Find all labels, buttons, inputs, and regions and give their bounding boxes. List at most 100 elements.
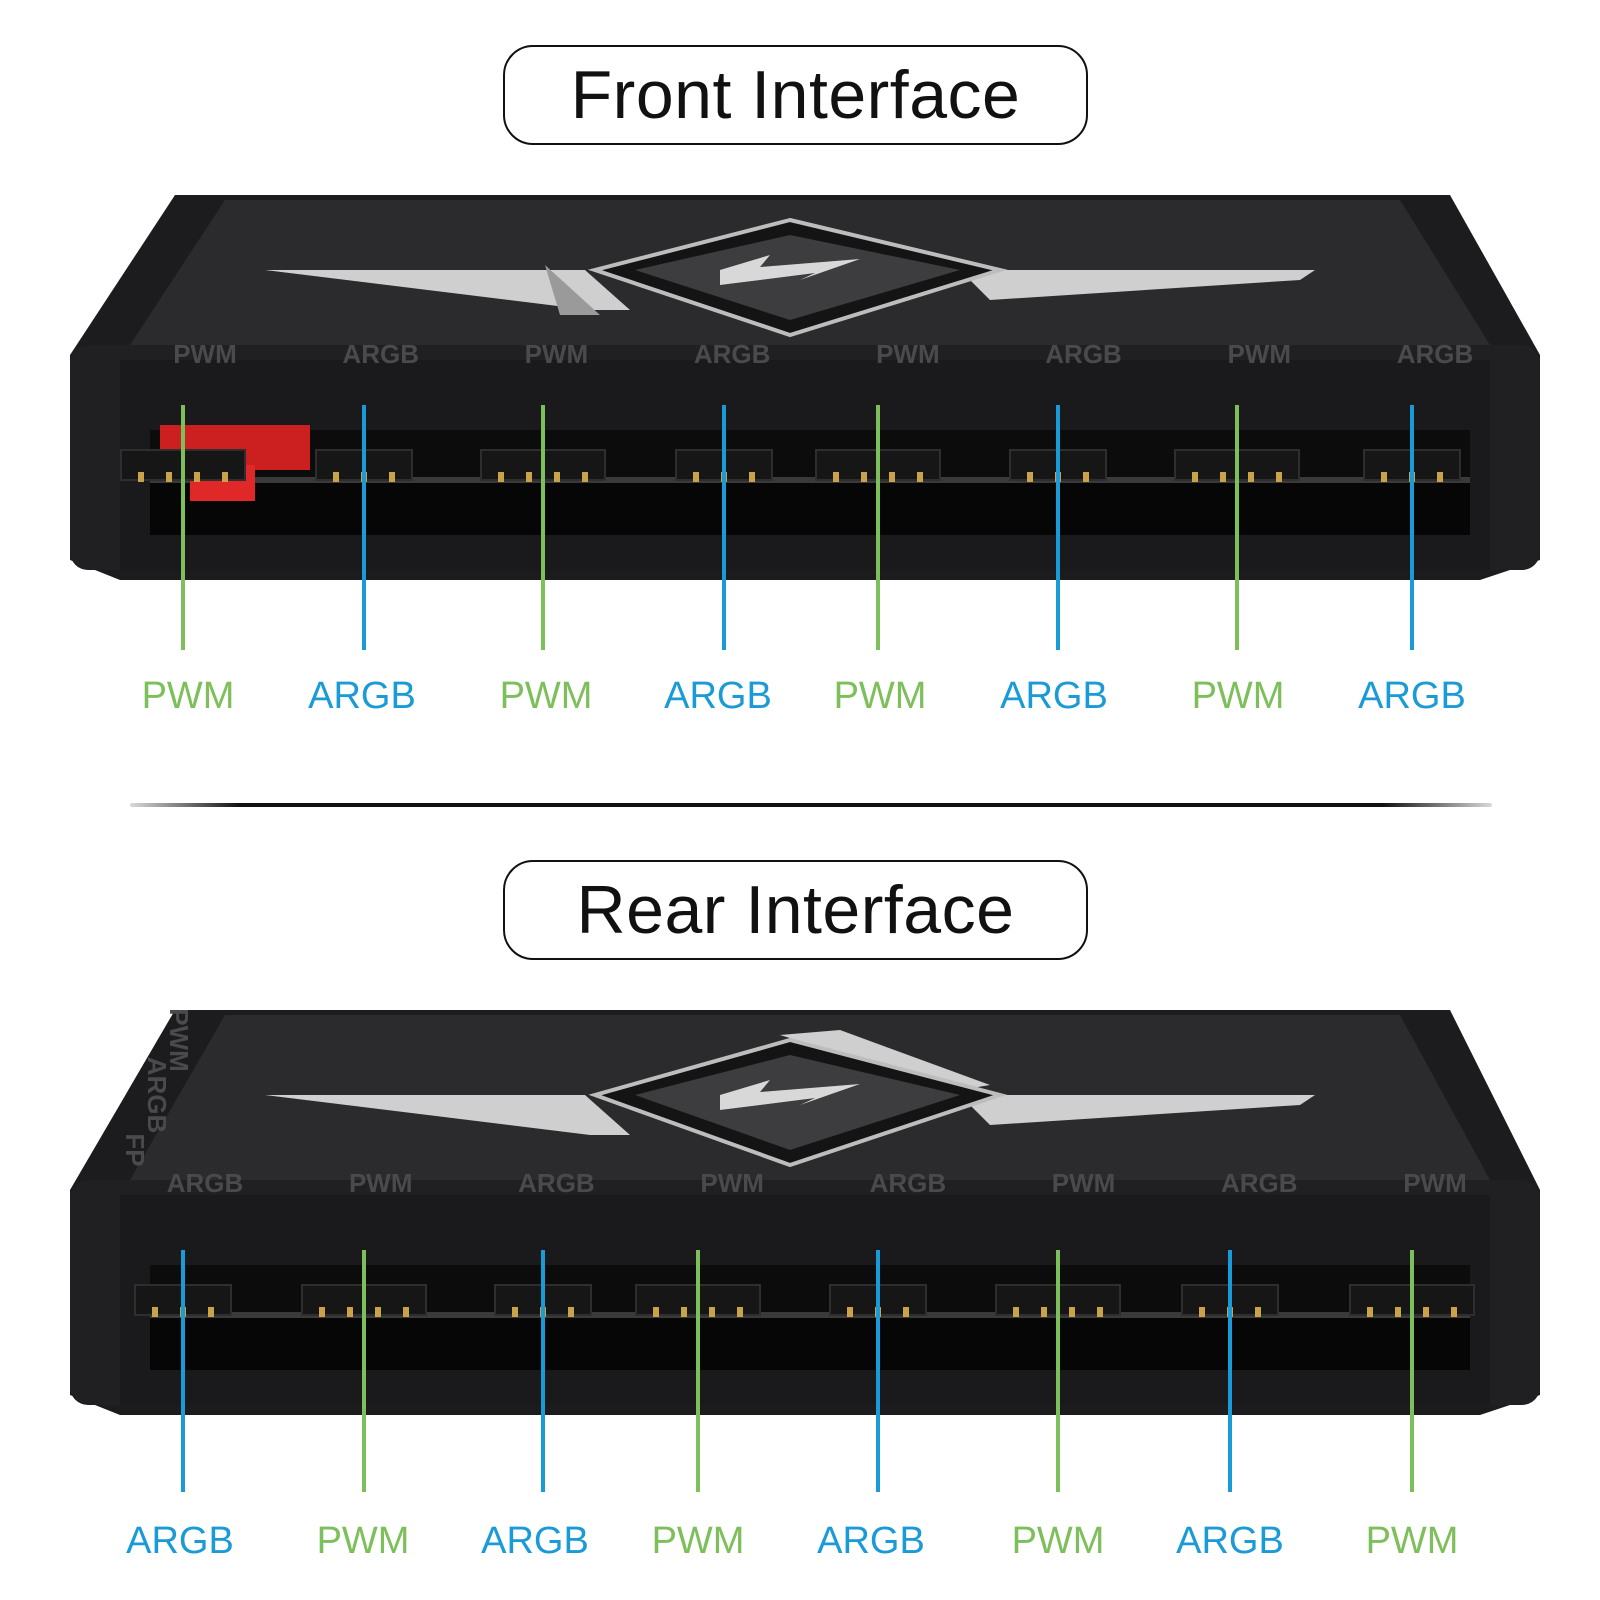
connector-pin	[1083, 472, 1089, 482]
connector-pin	[194, 472, 200, 482]
connector-pin	[1255, 1307, 1261, 1317]
connector-pin	[653, 1307, 659, 1317]
embossed-side-label: FP	[120, 1133, 150, 1166]
embossed-port-label: PWM	[1052, 1168, 1116, 1198]
light-bars	[265, 265, 1315, 315]
port-label-pwm: PWM	[141, 675, 235, 717]
embossed-port-label: PWM	[1403, 1168, 1467, 1198]
connector-pin	[1423, 1307, 1429, 1317]
embossed-port-label: PWM	[700, 1168, 764, 1198]
connector-pin	[568, 1307, 574, 1317]
embossed-port-label: ARGB	[342, 339, 419, 369]
rear-interface-title: Rear Interface	[576, 872, 1015, 948]
port-label-pwm: PWM	[1191, 675, 1285, 717]
callout-line-pwm	[1410, 1250, 1414, 1492]
embossed-port-label: PWM	[349, 1168, 413, 1198]
port-label-argb: ARGB	[1176, 1520, 1284, 1562]
callout-line-pwm	[1056, 1250, 1060, 1492]
port-label-argb: ARGB	[126, 1520, 234, 1562]
connector-pin	[833, 472, 839, 482]
port-label-argb: ARGB	[1358, 675, 1466, 717]
connector-pin	[375, 1307, 381, 1317]
connector-pin	[1367, 1307, 1373, 1317]
embossed-port-label: ARGB	[694, 339, 771, 369]
embossed-side-label: ARGB	[142, 1057, 172, 1134]
callout-line-argb	[876, 1250, 880, 1492]
connector-pin	[709, 1307, 715, 1317]
embossed-side-label: PWM	[164, 1008, 194, 1072]
callout-line-argb	[1228, 1250, 1232, 1492]
connector-pin	[526, 472, 532, 482]
connector-pin	[749, 472, 755, 482]
port-label-pwm: PWM	[499, 675, 593, 717]
port-label-pwm: PWM	[1365, 1520, 1459, 1562]
connector-pin	[138, 472, 144, 482]
front-interface-title-box: Front Interface	[503, 45, 1088, 145]
connector-pin	[498, 472, 504, 482]
port-label-pwm: PWM	[833, 675, 927, 717]
connector-pin	[1220, 472, 1226, 482]
port-slot	[150, 1265, 1470, 1370]
center-logo-plate	[587, 217, 1008, 338]
callout-line-argb	[541, 1250, 545, 1492]
embossed-port-label: ARGB	[1045, 339, 1122, 369]
connector-pin	[208, 1307, 214, 1317]
port-label-pwm: PWM	[1011, 1520, 1105, 1562]
connector-pin	[737, 1307, 743, 1317]
connector-pin	[319, 1307, 325, 1317]
connector-pin	[554, 472, 560, 482]
lightning-logo-icon	[720, 1080, 860, 1110]
connector-pin	[1192, 472, 1198, 482]
connector-pin	[1097, 1307, 1103, 1317]
connector-pin	[693, 472, 699, 482]
callout-line-argb	[1410, 405, 1414, 650]
callout-line-pwm	[541, 405, 545, 650]
connector-pin	[1027, 472, 1033, 482]
connector-pin	[1451, 1307, 1457, 1317]
callout-line-pwm	[696, 1250, 700, 1492]
front-interface-title: Front Interface	[570, 57, 1021, 133]
connector-pin	[1199, 1307, 1205, 1317]
connector-pin	[1041, 1307, 1047, 1317]
connector-pin	[152, 1307, 158, 1317]
embossed-port-label: PWM	[876, 339, 940, 369]
connector-pin	[681, 1307, 687, 1317]
connector-pin	[1069, 1307, 1075, 1317]
embossed-port-label: ARGB	[518, 1168, 595, 1198]
connector-pin	[861, 472, 867, 482]
embossed-port-label: ARGB	[1221, 1168, 1298, 1198]
embossed-port-label: ARGB	[1397, 339, 1474, 369]
port-label-argb: ARGB	[308, 675, 416, 717]
callout-line-pwm	[876, 405, 880, 650]
connector-pin	[1276, 472, 1282, 482]
callout-line-argb	[181, 1250, 185, 1492]
connector-pin	[222, 472, 228, 482]
connector-pin	[1013, 1307, 1019, 1317]
port-label-argb: ARGB	[1000, 675, 1108, 717]
embossed-port-label: ARGB	[167, 1168, 244, 1198]
connector-pin	[847, 1307, 853, 1317]
callout-line-argb	[362, 405, 366, 650]
connector-pin	[166, 472, 172, 482]
rear-interface-title-box: Rear Interface	[503, 860, 1088, 960]
callout-line-argb	[722, 405, 726, 650]
callout-line-pwm	[1235, 405, 1239, 650]
light-bars	[265, 1030, 1315, 1135]
connector-pin	[389, 472, 395, 482]
embossed-port-label: PWM	[1228, 339, 1292, 369]
connector-pin	[333, 472, 339, 482]
connector-pin	[582, 472, 588, 482]
port-label-argb: ARGB	[817, 1520, 925, 1562]
connector-pin	[1395, 1307, 1401, 1317]
embossed-port-label: PWM	[525, 339, 589, 369]
connector-pin	[512, 1307, 518, 1317]
port-label-argb: ARGB	[481, 1520, 589, 1562]
callout-line-pwm	[181, 405, 185, 650]
connector-pin	[1437, 472, 1443, 482]
port-slot	[150, 430, 1470, 535]
